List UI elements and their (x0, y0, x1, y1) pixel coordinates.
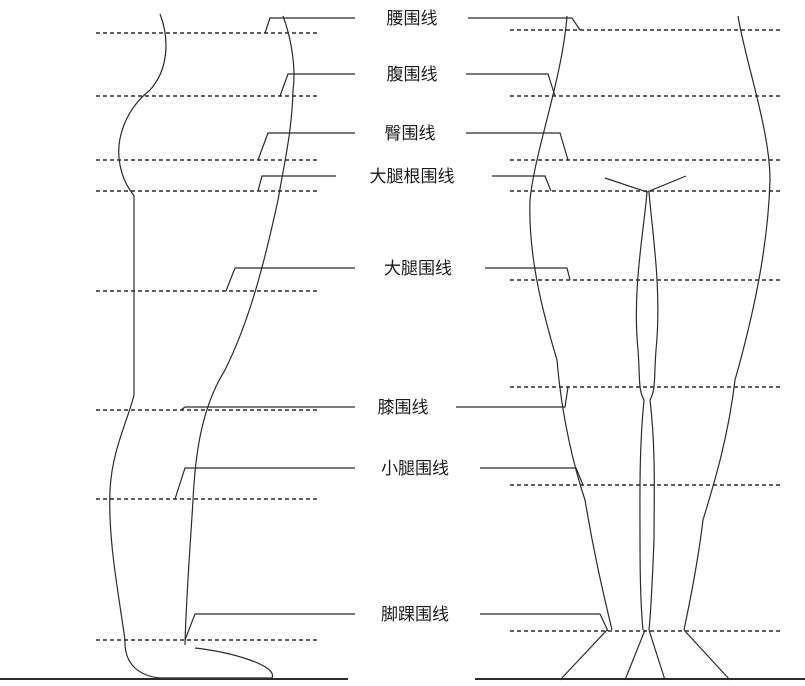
label-hip: 臀围线 (385, 124, 436, 144)
side-view-back-contour (109, 13, 273, 679)
front-view-left-foot (559, 629, 646, 681)
front-view-inner-right-contour (648, 191, 659, 631)
label-knee: 膝围线 (378, 398, 429, 418)
leader-waist-left (264, 17, 355, 34)
side-view-front-contour (184, 15, 295, 646)
front-view-right-outer-contour (683, 15, 771, 631)
leader-lines (174, 17, 609, 641)
leader-calf-left (174, 467, 355, 500)
leader-thigh-left (225, 267, 355, 292)
front-view-legs-outline (529, 15, 771, 681)
label-abdomen: 腹围线 (387, 65, 438, 85)
leader-knee-left (180, 406, 355, 411)
girth-labels: 腰围线 腹围线 臀围线 大腿根围线 大腿围线 膝围线 小腿围线 脚踝围线 (370, 9, 455, 625)
label-waist: 腰围线 (387, 9, 438, 29)
leader-thigh-right (485, 267, 571, 281)
label-calf: 小腿围线 (381, 459, 449, 479)
leader-hip-left (257, 132, 355, 161)
label-thigh-root: 大腿根围线 (370, 167, 455, 187)
front-view-inner-left-contour (635, 191, 648, 631)
leader-abdomen-left (279, 73, 355, 97)
leader-hip-right (466, 132, 569, 161)
front-view-right-foot (648, 629, 731, 681)
girth-dashed-lines (96, 29, 780, 641)
leader-thigh-root-left (257, 175, 336, 192)
leader-ankle-left (184, 613, 355, 641)
leader-calf-right (480, 467, 584, 486)
leader-thigh-root-right (492, 175, 552, 192)
leader-waist-right (468, 17, 581, 31)
leader-knee-right (456, 386, 569, 408)
label-thigh: 大腿围线 (384, 259, 452, 279)
label-ankle: 脚踝围线 (381, 605, 449, 625)
front-view-left-outer-contour (529, 15, 613, 631)
side-view-body-outline (109, 13, 295, 679)
leader-abdomen-right (466, 73, 556, 97)
front-view-crotch (604, 175, 687, 193)
leader-ankle-right (480, 613, 609, 632)
